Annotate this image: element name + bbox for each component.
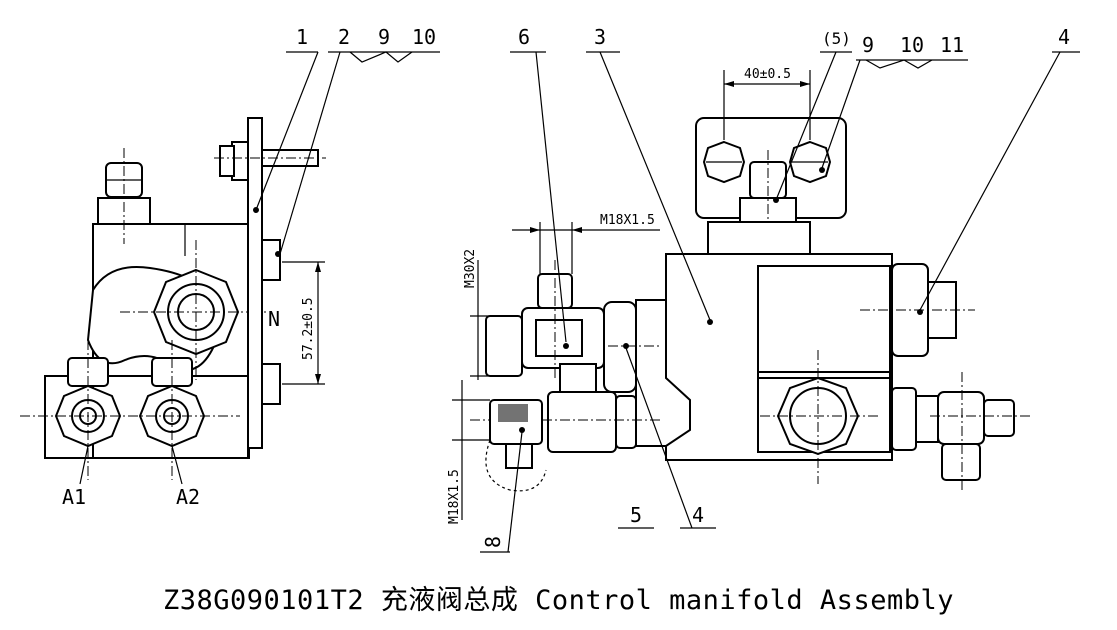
right-callout-6: 6 bbox=[518, 25, 530, 49]
right-callout-8: 8 bbox=[481, 536, 505, 548]
left-callout-2: 2 bbox=[338, 25, 350, 49]
right-callout-3: 3 bbox=[594, 25, 606, 49]
right-callout-11: 11 bbox=[940, 33, 964, 57]
left-nut-upper bbox=[261, 239, 281, 281]
left-callout-10: 10 bbox=[412, 25, 436, 49]
right-dimension-m18-top: M18X1.5 bbox=[600, 213, 655, 228]
right-callout-4-top: 4 bbox=[1058, 25, 1070, 49]
right-top-fitting bbox=[749, 161, 787, 199]
left-dimension-57: 57.2±0.5 bbox=[301, 297, 316, 360]
right-main-block bbox=[665, 253, 893, 461]
right-tee-fitting bbox=[937, 391, 985, 445]
right-view bbox=[452, 51, 1080, 553]
left-callout-1: 1 bbox=[296, 25, 308, 49]
left-side-label-n: N bbox=[268, 307, 280, 331]
right-dimension-m30: M30X2 bbox=[463, 249, 478, 288]
left-view bbox=[20, 51, 440, 485]
right-lower-coupling bbox=[547, 391, 617, 453]
right-callout-5: 5 bbox=[630, 503, 642, 527]
drawing-title: Z38G090101T2 充液阀总成 Control manifold Asse… bbox=[163, 585, 954, 616]
right-m30-port bbox=[485, 315, 523, 377]
right-dimension-m18-bottom: M18X1.5 bbox=[447, 469, 462, 524]
right-callout-4-bottom: 4 bbox=[692, 503, 704, 527]
left-port-label-a2: A2 bbox=[176, 485, 200, 509]
right-callout-9: 9 bbox=[862, 33, 874, 57]
right-dimension-40: 40±0.5 bbox=[744, 67, 791, 82]
left-port-label-a1: A1 bbox=[62, 485, 86, 509]
left-mounting-plate bbox=[247, 117, 263, 449]
left-base-plate bbox=[44, 375, 249, 459]
right-top-collar bbox=[707, 221, 811, 259]
right-callout-5-ref: (5) bbox=[822, 29, 851, 48]
right-hex-nut bbox=[603, 301, 637, 393]
left-callout-9: 9 bbox=[378, 25, 390, 49]
left-nut-lower bbox=[261, 363, 281, 405]
right-callout-10: 10 bbox=[900, 33, 924, 57]
right-valve-body bbox=[635, 299, 691, 447]
